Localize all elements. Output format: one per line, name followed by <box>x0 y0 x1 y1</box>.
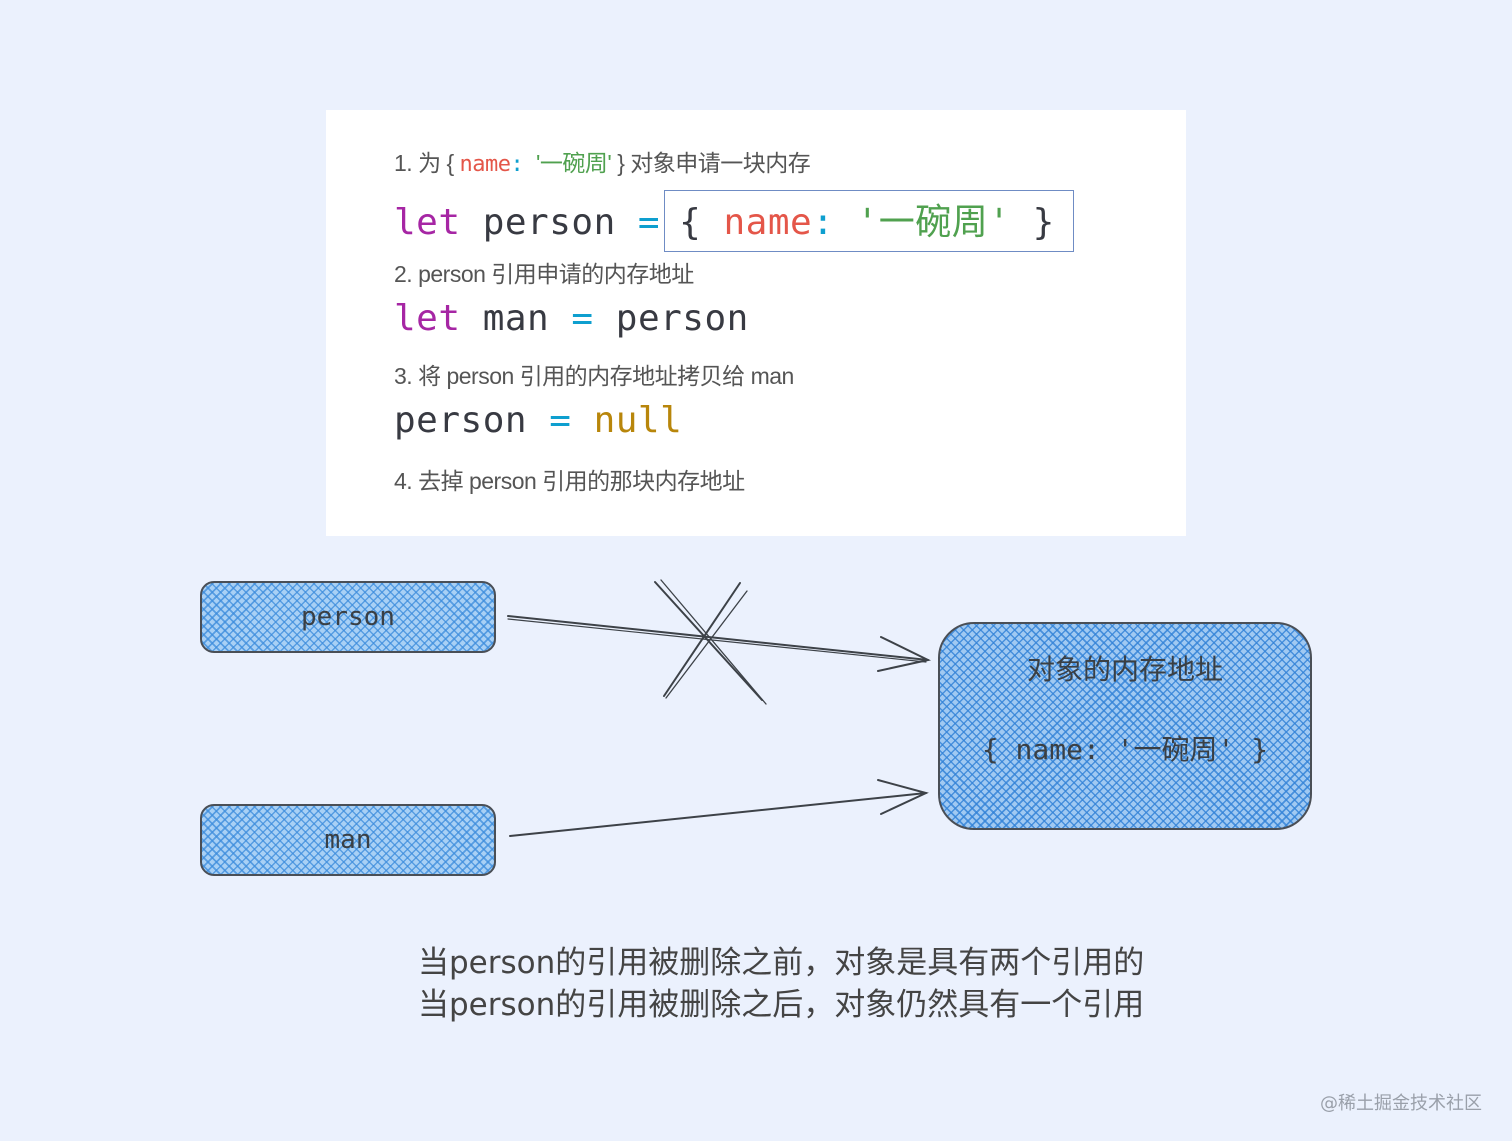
object-colon: : <box>812 202 857 243</box>
assign-operator: = <box>637 202 661 243</box>
object-prop-name: name <box>723 202 813 243</box>
cross-out-icon <box>654 579 767 705</box>
step-2-note: 2. person 引用申请的内存地址 <box>394 261 694 287</box>
step-4-note: 4. 去掉 person 引用的那块内存地址 <box>394 468 745 494</box>
caption-line-2: 当person的引用被删除之后，对象仍然具有一个引用 <box>418 987 1145 1023</box>
step-1-note-string: '一碗周' <box>536 150 612 176</box>
variable-label-person: person <box>301 602 395 632</box>
identifier-person: person <box>593 298 749 339</box>
brace-close: } <box>1010 202 1055 243</box>
variable-box-man: man <box>200 804 496 876</box>
code-line-3: person = null <box>394 400 682 441</box>
keyword-let: let <box>394 298 461 339</box>
step-1-note: 1. 为 { name: '一碗周' } 对象申请一块内存 <box>394 144 811 178</box>
memory-object-title: 对象的内存地址 <box>1026 653 1223 686</box>
null-literal: null <box>571 400 683 441</box>
variable-box-person: person <box>200 581 496 653</box>
identifier-man: man <box>460 298 572 339</box>
assign-operator: = <box>571 298 594 339</box>
step-1-note-colon: : <box>510 152 537 177</box>
code-line-1: let person ={ name: '一碗周' } <box>394 190 1074 252</box>
arrow-person-to-object <box>507 615 932 672</box>
memory-object-box: 对象的内存地址 { name: '一碗周' } <box>938 622 1312 830</box>
keyword-let: let <box>394 202 461 243</box>
watermark: @稀土掘金技术社区 <box>1320 1093 1482 1114</box>
identifier-person: person <box>460 202 638 243</box>
variable-label-man: man <box>324 825 372 855</box>
object-string-value: '一碗周' <box>856 202 1011 243</box>
step-3-note: 3. 将 person 引用的内存地址拷贝给 man <box>394 363 794 389</box>
step-1-note-prefix: 1. 为 { <box>394 150 460 176</box>
code-line-2: let man = person <box>394 298 749 339</box>
arrow-man-to-object <box>509 779 929 837</box>
step-1-note-suffix: } 对象申请一块内存 <box>611 150 811 176</box>
diagram-caption: 当person的引用被删除之前，对象是具有两个引用的 当person的引用被删除… <box>418 942 1144 1026</box>
assign-operator: = <box>549 400 572 441</box>
object-literal-highlight: { name: '一碗周' } <box>664 190 1074 252</box>
identifier-person: person <box>394 400 550 441</box>
code-panel: 1. 为 { name: '一碗周' } 对象申请一块内存 let person… <box>326 110 1186 536</box>
memory-object-value: { name: '一碗周' } <box>981 733 1269 766</box>
brace-open: { <box>679 202 724 243</box>
caption-line-1: 当person的引用被删除之前，对象是具有两个引用的 <box>418 945 1145 981</box>
step-1-note-prop: name <box>459 152 511 177</box>
